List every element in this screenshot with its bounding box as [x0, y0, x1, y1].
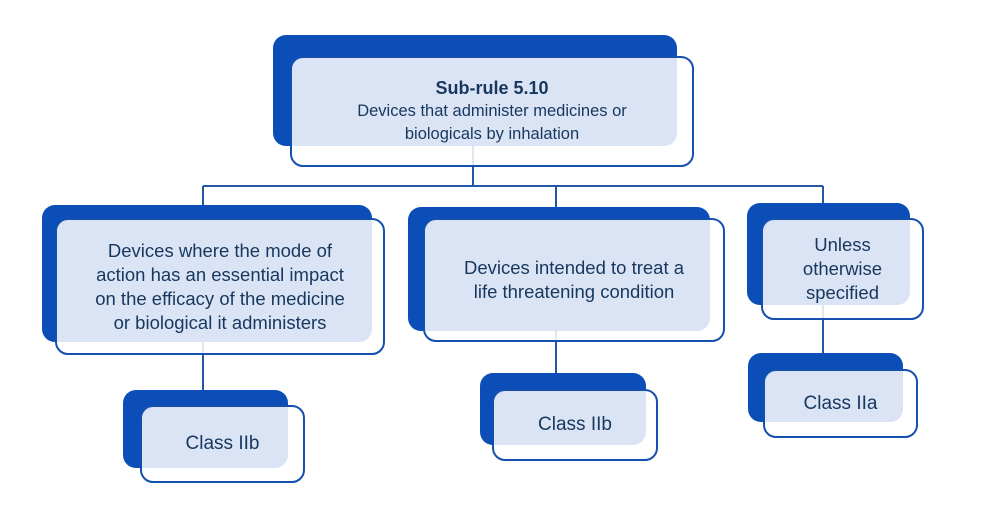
flow-node-branch-mode-of-action: Devices where the mode of action has an … — [42, 205, 385, 355]
node-face: Class IIb — [140, 405, 305, 483]
flow-node-branch-unless-otherwise: Unless otherwise specified — [747, 203, 924, 320]
class-label: Class IIa — [803, 392, 878, 414]
flow-node-class-left: Class IIb — [123, 390, 305, 483]
node-face: Sub-rule 5.10 Devices that administer me… — [290, 56, 694, 167]
branch-text-line: or biological it administers — [113, 311, 327, 333]
flow-node-sub-rule: Sub-rule 5.10 Devices that administer me… — [273, 35, 694, 167]
node-face: Class IIb — [492, 389, 658, 461]
branch-text-line: Devices where the mode of — [107, 239, 333, 261]
node-face: Class IIa — [763, 369, 918, 438]
branch-text-line: action has an essential impact — [96, 263, 344, 285]
flow-node-class-right: Class IIa — [748, 353, 918, 438]
flow-node-class-middle: Class IIb — [480, 373, 658, 461]
node-face: Devices where the mode of action has an … — [55, 218, 385, 355]
root-text-line: Devices that administer medicines or — [357, 102, 627, 120]
branch-text-line: specified — [805, 282, 879, 303]
branch-text-line: Unless — [814, 234, 871, 255]
node-face: Unless otherwise specified — [761, 218, 924, 320]
branch-text-line: Devices intended to treat a — [463, 257, 685, 278]
flow-node-branch-life-threatening: Devices intended to treat a life threate… — [408, 207, 725, 342]
class-label: Class IIb — [538, 414, 612, 435]
branch-text-line: life threatening condition — [473, 281, 675, 302]
branch-text-line: otherwise — [802, 258, 883, 279]
node-face: Devices intended to treat a life threate… — [423, 218, 725, 342]
root-text-line: biologicals by inhalation — [404, 125, 580, 143]
root-title: Sub-rule 5.10 — [435, 78, 549, 98]
class-label: Class IIb — [185, 433, 260, 454]
branch-text-line: on the efficacy of the medicine — [95, 287, 345, 309]
